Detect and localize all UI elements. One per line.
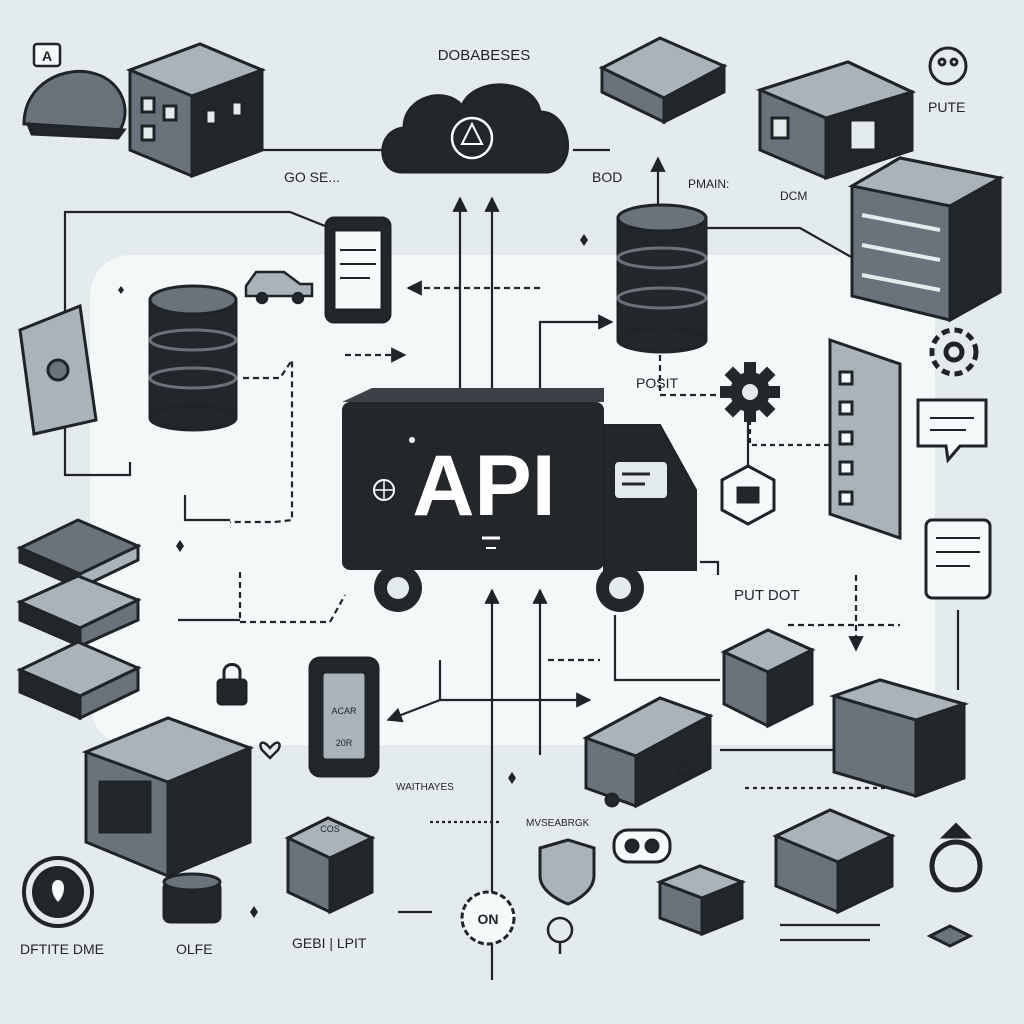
label-bod: BOD <box>592 169 622 185</box>
label-put-dot: PUT DOT <box>734 587 800 604</box>
a-tag-label: A <box>42 48 52 64</box>
box-icon-bottom-center <box>284 816 376 915</box>
sparkle-icons <box>118 234 588 918</box>
chat-bubble-icon-right <box>916 398 988 464</box>
gateway-icon-top <box>598 36 728 125</box>
battery-icon <box>308 656 380 778</box>
label-olfe: OLFE <box>176 941 213 957</box>
helmet-icon-top-left <box>22 69 127 140</box>
server-rack-icon-right <box>847 156 1005 323</box>
office-building-icon-right <box>829 678 970 799</box>
label-mvseabrgk: MVSEABRGK <box>526 818 590 829</box>
tree-icon-bottom <box>546 916 574 954</box>
label-dftite-dme: DFTITE DME <box>20 941 104 957</box>
document-icon-right <box>924 518 992 600</box>
a-tag-icon <box>32 42 62 68</box>
ring-icon-bottom-right <box>929 822 983 893</box>
api-truck <box>342 388 697 612</box>
seal-label-on: ON <box>478 911 499 927</box>
diagram-labels: DOBABESES GO SE... BOD PMAIN: DCM PUTE P… <box>20 47 965 957</box>
location-pin-icon-bottom-left <box>22 856 94 928</box>
list-panel-icon-right <box>828 337 902 541</box>
box-icon-bottom-right <box>655 864 747 937</box>
battery-label-20r: 20R <box>336 738 353 748</box>
server-icon-top-right <box>755 60 917 181</box>
heart-icon <box>259 741 281 760</box>
barrel-icon-bottom <box>162 872 222 924</box>
crate-icon-right <box>720 628 816 729</box>
label-waithayes: WAITHAYES <box>396 782 454 793</box>
tablet-document-icon <box>324 216 392 324</box>
shipping-container-icon <box>582 696 714 809</box>
label-pute: PUTE <box>928 99 965 115</box>
database-icon-right <box>616 203 708 354</box>
label-dcm: DCM <box>780 189 807 203</box>
api-label: API <box>412 438 555 534</box>
map-icon-left <box>18 303 98 436</box>
database-icon-left <box>148 284 238 432</box>
bird-icon-bottom-right <box>926 924 974 948</box>
seal-icon-bottom <box>460 890 516 946</box>
shield-icon-bottom <box>538 838 596 906</box>
label-go-se: GO SE... <box>284 169 340 185</box>
cloud-icon <box>381 83 570 174</box>
building-icon-top-left <box>125 42 267 179</box>
box-label-cos: COS <box>320 824 340 834</box>
emoji-icon-top-right <box>928 46 968 86</box>
badge-icon-right <box>720 464 776 526</box>
label-databases: DOBABESES <box>438 47 531 64</box>
label-gebi-lpit: GEBI | LPIT <box>292 935 367 951</box>
gear-icon-right <box>929 327 979 377</box>
battery-label-acar: ACAR <box>331 706 357 716</box>
label-posit: POSIT <box>636 375 678 391</box>
lock-icon-left <box>216 663 248 706</box>
layered-platform-icon-left <box>16 518 142 721</box>
label-pmain: PMAIN: <box>688 177 729 191</box>
car-icon-top <box>244 270 314 305</box>
bus-icon-bottom-right <box>772 808 896 915</box>
gear-icon-center-right <box>720 362 780 422</box>
link-chat-icon-bottom <box>612 828 672 864</box>
warehouse-icon-bottom-left <box>81 716 255 879</box>
